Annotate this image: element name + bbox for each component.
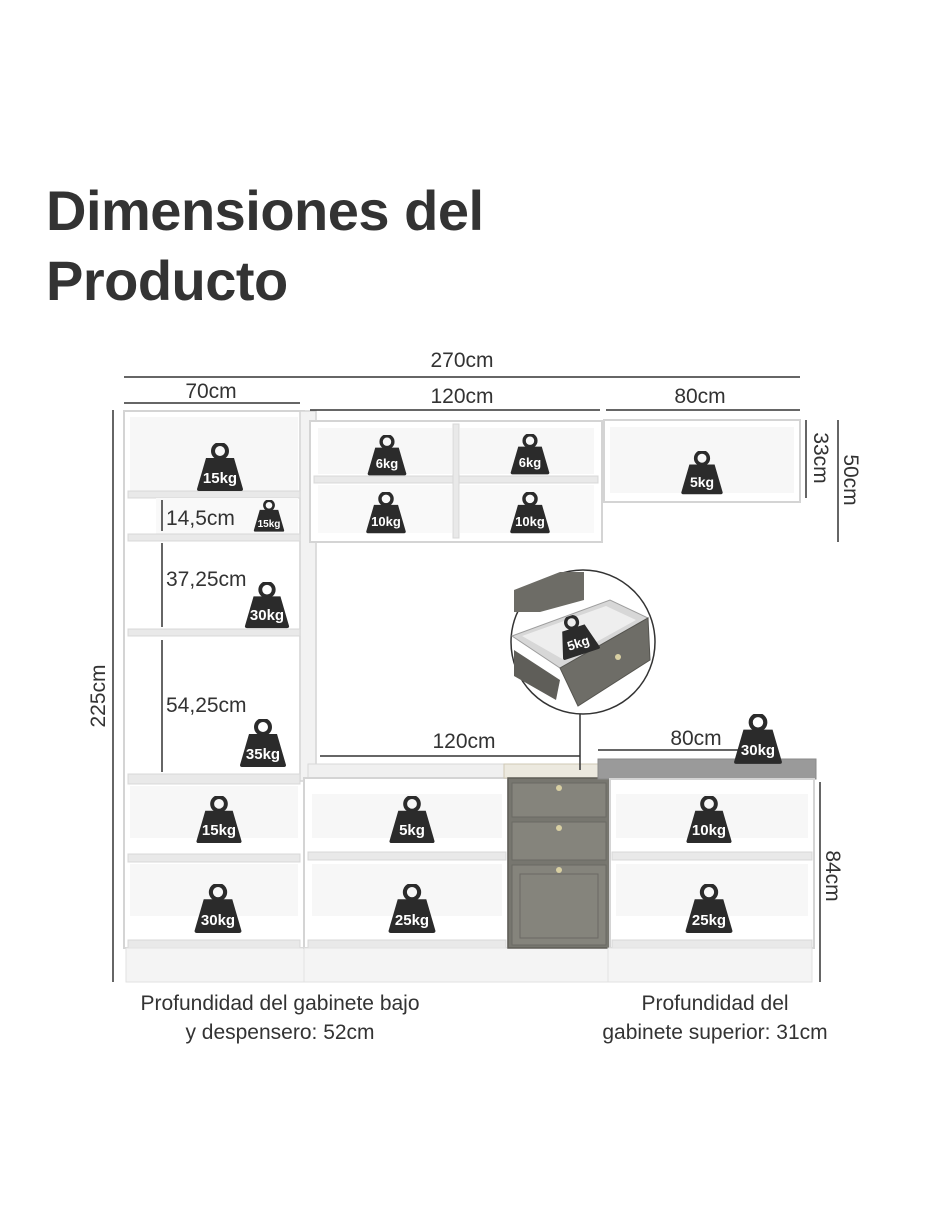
dim-upper-height: 50cm bbox=[839, 454, 862, 505]
title-line-2: Producto bbox=[46, 249, 288, 312]
weight-label-countertop: 30kg bbox=[741, 742, 775, 759]
weight-label-base-right-bottom: 25kg bbox=[692, 912, 726, 929]
base-cabinet-middle bbox=[303, 763, 609, 983]
dim-total-height: 225cm bbox=[87, 664, 110, 727]
weight-icon: 30kg bbox=[195, 885, 242, 933]
weight-icon: 10kg bbox=[364, 492, 408, 535]
dim-total-width: 270cm bbox=[430, 349, 493, 372]
weight-label-base-mid-top: 5kg bbox=[399, 822, 425, 839]
dimension-labels: 270cm 70cm 120cm 80cm 33cm 50cm 225cm 14… bbox=[87, 349, 862, 902]
weight-icon: 30kg bbox=[734, 715, 782, 764]
page-title: Dimensiones del Producto bbox=[46, 176, 484, 316]
dim-base-height: 84cm bbox=[821, 850, 844, 901]
weight-label-upper-mid-bl: 10kg bbox=[371, 514, 401, 529]
weight-label-base-mid-bottom: 25kg bbox=[395, 912, 429, 929]
weight-label-tower-top: 15kg bbox=[203, 470, 237, 487]
title-line-1: Dimensiones del bbox=[46, 179, 484, 242]
weight-icons: 15kg 15kg 30kg 35kg 6kg 6kg 10kg 10kg bbox=[195, 434, 782, 933]
weight-icon: 25kg bbox=[389, 885, 436, 933]
weight-icon: 5kg bbox=[389, 797, 434, 843]
dim-counter-right-width: 80cm bbox=[670, 727, 721, 750]
upper-depth-note: Profundidad del gabinete superior: 31cm bbox=[570, 989, 860, 1047]
upper-depth-line-2: gabinete superior: 31cm bbox=[602, 1021, 828, 1044]
weight-icon: 5kg bbox=[679, 451, 725, 496]
weight-icon: 10kg bbox=[686, 797, 731, 843]
dim-shelf-gap-3: 54,25cm bbox=[166, 694, 247, 717]
weight-label-tower-low: 35kg bbox=[246, 746, 280, 763]
dim-shelf-gap-2: 37,25cm bbox=[166, 568, 247, 591]
dim-counter-middle-width: 120cm bbox=[432, 730, 495, 753]
weight-label-upper-mid-tr: 6kg bbox=[519, 455, 541, 470]
weight-icon: 10kg bbox=[508, 492, 552, 535]
base-cabinet-right bbox=[597, 758, 817, 983]
weight-icon: 15kg bbox=[197, 444, 243, 491]
dimension-lines bbox=[112, 376, 839, 982]
dim-upper-middle-width: 120cm bbox=[430, 385, 493, 408]
weight-label-base-left-top: 15kg bbox=[202, 822, 236, 839]
upper-cabinet-middle bbox=[309, 420, 603, 543]
weight-label-drawer: 5kg bbox=[565, 633, 591, 654]
drawer-unit bbox=[503, 763, 611, 949]
weight-label-tower-mid: 30kg bbox=[250, 607, 284, 624]
dim-upper-right-width: 80cm bbox=[674, 385, 725, 408]
weight-label-upper-mid-br: 10kg bbox=[515, 514, 545, 529]
weight-label-upper-right: 5kg bbox=[690, 474, 714, 490]
weight-label-base-left-bottom: 30kg bbox=[201, 912, 235, 929]
weight-icon: 6kg bbox=[365, 435, 409, 477]
weight-label-upper-mid-tl: 6kg bbox=[376, 456, 398, 471]
drawer-detail-callout bbox=[510, 569, 656, 770]
upper-depth-line-1: Profundidad del bbox=[641, 992, 789, 1015]
dim-shelf-gap-1: 14,5cm bbox=[166, 507, 235, 530]
dim-left-tower-width: 70cm bbox=[185, 380, 236, 403]
base-depth-line-2: y despensero: 52cm bbox=[185, 1021, 375, 1044]
base-depth-line-1: Profundidad del gabinete bajo bbox=[140, 992, 420, 1015]
weight-icon: 30kg bbox=[245, 583, 289, 628]
weight-label-tower-small: 15kg bbox=[258, 519, 281, 530]
weight-icon: 15kg bbox=[196, 797, 241, 843]
weight-icon: 5kg bbox=[549, 609, 603, 663]
weight-icon: 6kg bbox=[508, 434, 552, 476]
dim-upper-right-inner-height: 33cm bbox=[809, 432, 832, 483]
base-depth-note: Profundidad del gabinete bajo y despense… bbox=[110, 989, 450, 1047]
weight-icon: 15kg bbox=[252, 500, 286, 533]
weight-label-base-right-top: 10kg bbox=[692, 822, 726, 839]
weight-icon: 25kg bbox=[686, 885, 733, 933]
weight-icon: 35kg bbox=[240, 720, 286, 767]
